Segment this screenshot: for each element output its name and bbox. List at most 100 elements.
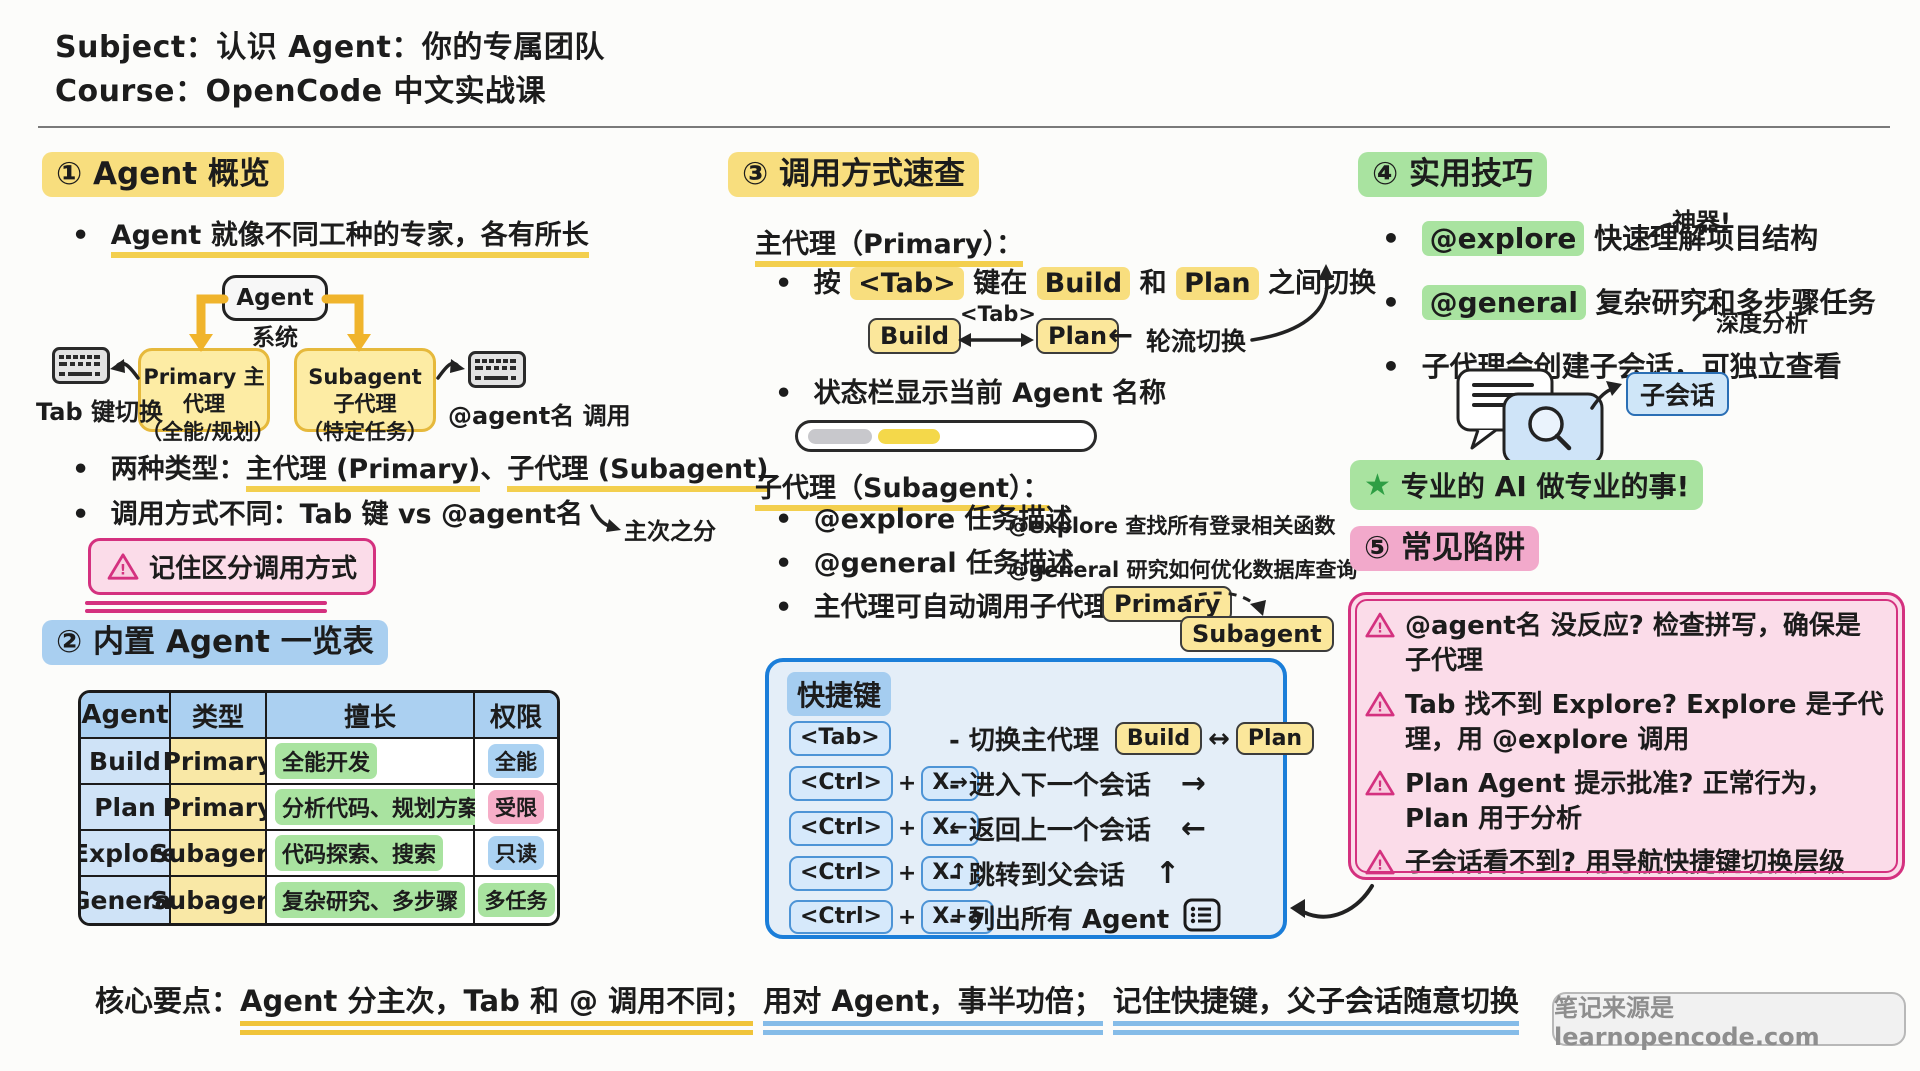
arrow-subagent-to-keyboard-head (450, 359, 465, 373)
warning-triangle-icon: ! (1365, 770, 1395, 796)
table-header-perm: 权限 (475, 693, 557, 739)
pitfall-item: ! 子会话看不到? 用导航快捷键切换层级 (1365, 846, 1886, 881)
table-header-type: 类型 (171, 693, 267, 739)
agent-system-node: Agent 系统 (222, 275, 328, 351)
subagent-tag: Subagent (1180, 616, 1334, 652)
dashed-arrow-primary-subagent-head (1250, 600, 1266, 616)
arrow-to-primary (196, 294, 229, 341)
subagent-heading: 子代理（Subagent）： (755, 466, 1050, 511)
svg-text:!: ! (1377, 701, 1383, 716)
build-tag: Build (868, 318, 962, 354)
shortcut-row-next-session: <Ctrl>+X→ - 进入下一个会话 → (789, 765, 1275, 802)
agent-table: Agent 类型 擅长 权限 Build Primary 全能开发 全能 Pla… (78, 690, 560, 926)
perm-badge: 全能 (488, 744, 544, 778)
s1-bullet-1: Agent 就像不同工种的专家，各有所长 (72, 218, 589, 258)
general-example-note: @general 研究如何优化数据库查询 (1008, 558, 1358, 582)
svg-text:!: ! (1377, 780, 1383, 795)
build-plan-toggle: Build ↔ Plan (1114, 721, 1315, 756)
hook-primary-secondary (590, 504, 614, 529)
tab-key-highlight: <Tab> (850, 267, 964, 300)
plan-highlight: Plan (1176, 267, 1259, 300)
arrow-primary-to-keyboard-head (110, 359, 125, 373)
s4-bullet-1: @explore 快速理解项目结构 (1382, 220, 1818, 258)
perm-badge: 受限 (488, 790, 544, 824)
s3-bullet-2: 状态栏显示当前 Agent 名称 (775, 376, 1166, 412)
s3-bullet-5: 主代理可自动调用子代理 (775, 590, 1111, 626)
warning-box: ! 记住区分调用方式 (88, 538, 377, 595)
statusbar-yellow-segment (878, 429, 940, 444)
build-highlight: Build (1036, 267, 1131, 300)
left-arrow-glyph: ← (1180, 811, 1206, 846)
note-subject: Subject：认识 Agent：你的专属团队 (55, 30, 605, 65)
source-watermark: 笔记来源是 learnopencode.com (1552, 992, 1906, 1051)
shortcut-row-list-agents: <Ctrl>+X+a - 列出所有 Agent (789, 898, 1275, 936)
section2-title-label: ② 内置 Agent 一览表 (42, 620, 388, 666)
pitfall-item: ! Tab 找不到 Explore? Explore 是子代理，用 @explo… (1365, 688, 1886, 758)
section3-title: ③ 调用方式速查 (728, 152, 980, 198)
arrow-to-subagent (321, 294, 364, 341)
svg-text:!: ! (1377, 859, 1383, 874)
explore-tag: @explore (1421, 221, 1585, 256)
s3-bullet-3: @explore 任务描述 (775, 502, 1073, 538)
pitfall-item: ! Plan Agent 提示批准? 正常行为，Plan 用于分析 (1365, 767, 1886, 837)
shortcut-row-prev-session: <Ctrl>+X← - 返回上一个会话 ← (789, 810, 1275, 847)
warning-underline-2 (85, 609, 327, 613)
warning-text: 记住区分调用方式 (149, 554, 358, 584)
shortcuts-title: 快捷键 (787, 672, 892, 716)
section4-title-label: ④ 实用技巧 (1358, 152, 1548, 198)
svg-text:!: ! (120, 562, 126, 578)
table-row: Explore (81, 831, 178, 877)
table-header-skill: 擅长 (267, 693, 475, 739)
pitfall-item: ! @agent名 没反应? 检查拼写，确保是子代理 (1365, 609, 1886, 679)
agent-call-label: @agent名 调用 (448, 402, 631, 430)
tab-between-label: <Tab> (960, 302, 1037, 326)
svg-text:!: ! (1377, 622, 1383, 637)
star-takeaway: ★ 专业的 AI 做专业的事! (1350, 460, 1704, 510)
double-arrow-glyph: ↔ (1208, 723, 1230, 754)
warning-triangle-icon: ! (1365, 849, 1395, 875)
section3-title-label: ③ 调用方式速查 (728, 152, 980, 198)
tab-switch-label: Tab 键切换 (36, 398, 164, 426)
s4-bullet-2: @general 复杂研究和多步骤任务 (1382, 284, 1876, 322)
keyboard-icon-left (52, 347, 110, 388)
perm-badge: 多任务 (477, 883, 555, 917)
build-tag-small: Build (1114, 721, 1203, 756)
tab-toggle-arrow-right-head (1021, 333, 1034, 347)
s4-bullet1-note: 神器! (1672, 208, 1731, 236)
hook-primary-secondary-head (606, 519, 621, 532)
section4-title: ④ 实用技巧 (1358, 152, 1548, 198)
arrow-pitfalls-to-shortcuts-head (1290, 899, 1305, 918)
statusbar-gray-segment (808, 429, 872, 444)
primary-agent-node: Primary 主代理 （全能/规划） (138, 348, 275, 444)
primary-heading: 主代理（Primary）： (755, 222, 1024, 267)
s1-bullet-2: 两种类型：主代理 (Primary)、子代理 (Subagent) (72, 452, 769, 492)
up-arrow-glyph: ↑ (1154, 856, 1180, 891)
warning-triangle-icon: ! (1365, 612, 1395, 638)
table-row: Plan (81, 785, 171, 831)
arrow-primary-to-keyboard (116, 361, 140, 380)
section2-title: ② 内置 Agent 一览表 (42, 620, 388, 666)
shortcut-row-tab: <Tab> - 切换主代理 Build ↔ Plan (789, 720, 1315, 757)
left-arrow-glyph: ← (1108, 318, 1134, 353)
general-tag: @general (1421, 285, 1586, 320)
s3-bullet-1: 按 <Tab> 键在 Build 和 Plan 之间切换 (775, 266, 1376, 302)
table-header-agent: Agent (81, 693, 171, 739)
pitfalls-box: ! @agent名 没反应? 检查拼写，确保是子代理 ! Tab 找不到 Exp… (1348, 592, 1905, 880)
shortcut-row-parent-session: <Ctrl>+X↑ - 跳转到父会话 ↑ (789, 855, 1275, 892)
section1-title: ① Agent 概览 (42, 152, 284, 198)
section5-title-label: ⑤ 常见陷阱 (1350, 526, 1540, 572)
explore-example-note: @explore 查找所有登录相关函数 (1008, 514, 1336, 538)
table-row: General (81, 877, 180, 923)
arrow-subagent-to-keyboard (436, 361, 459, 380)
s1-bullet3-note: 主次之分 (624, 519, 716, 545)
s1-bullet-3: 调用方式不同：Tab 键 vs @agent名 (72, 497, 583, 533)
shortcuts-box: 快捷键 <Tab> - 切换主代理 Build ↔ Plan <Ctrl>+X→… (765, 658, 1315, 939)
s3-bullet-4: @general 任务描述 (775, 546, 1074, 582)
section1-title-label: ① Agent 概览 (42, 152, 284, 198)
rotate-switch-note: 轮流切换 (1146, 327, 1247, 356)
s4-bullet2-note: 深度分析 (1716, 311, 1808, 337)
table-row: Build (81, 739, 171, 785)
tab-keycap: <Tab> (789, 721, 891, 756)
perm-badge: 只读 (488, 836, 544, 870)
